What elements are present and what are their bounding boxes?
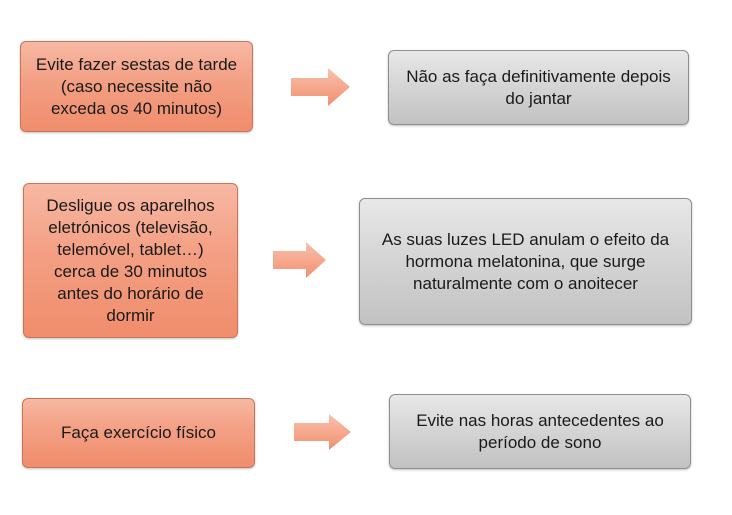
right-arrow-icon [294, 414, 351, 450]
consequence-box-sleep: Evite nas horas antecedentes ao período … [389, 394, 691, 469]
consequence-box-led: As suas luzes LED anulam o efeito da hor… [359, 198, 692, 325]
right-arrow-icon [273, 242, 326, 278]
right-arrow-icon [291, 68, 350, 106]
consequence-box-dinner: Não as faça definitivamente depois do ja… [388, 50, 689, 125]
tip-box-exercise: Faça exercício físico [22, 398, 255, 468]
tip-box-devices: Desligue os aparelhos eletrónicos (telev… [23, 183, 238, 338]
tip-box-naps: Evite fazer sestas de tarde (caso necess… [20, 41, 253, 132]
